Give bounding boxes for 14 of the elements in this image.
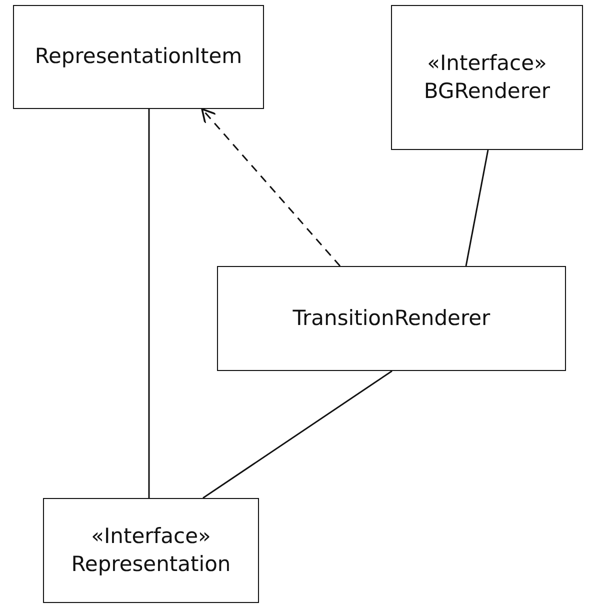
class-box	[217, 266, 566, 371]
stereotype-label: «Interface»	[91, 523, 211, 550]
class-name: Representation	[71, 550, 231, 578]
association-line	[465, 150, 489, 266]
stereotype-label: «Interface»	[427, 50, 547, 78]
class-name: RepresentationItem	[34, 43, 242, 70]
dependency-arrow	[201, 108, 341, 266]
class-box	[43, 498, 259, 603]
class-box	[391, 5, 583, 150]
association-line	[148, 109, 150, 498]
class-name: BGRenderer	[424, 78, 550, 104]
class-name: TransitionRenderer	[292, 304, 490, 332]
class-box	[13, 5, 264, 109]
association-line	[202, 370, 392, 499]
